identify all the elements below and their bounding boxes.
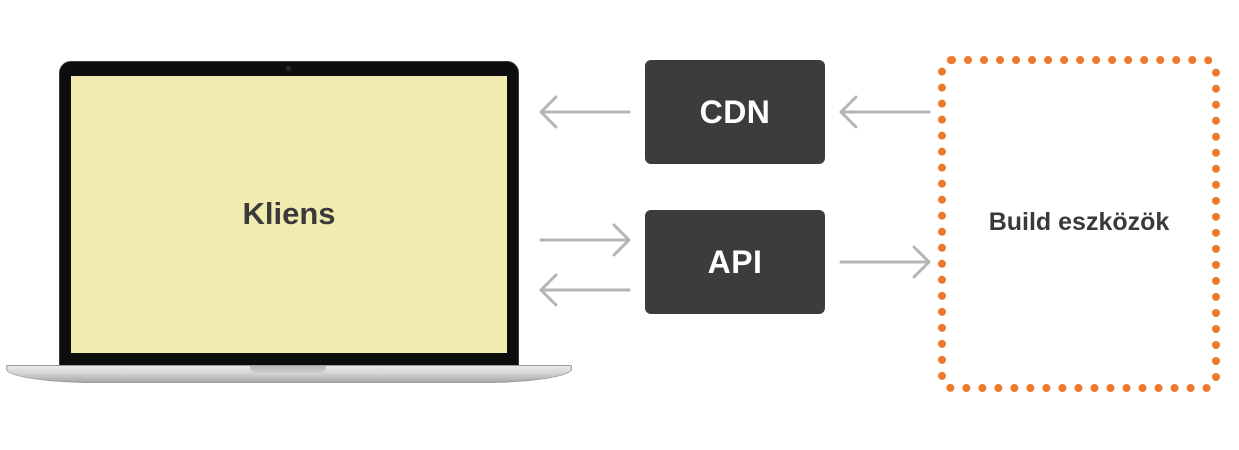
arrow-api-to-build: [839, 245, 931, 279]
build-tools-label: Build eszközök: [988, 207, 1170, 236]
client-screen: Kliens: [71, 76, 507, 353]
laptop-icon: Kliens: [0, 0, 580, 450]
build-tools-box: Build eszközök: [938, 56, 1220, 392]
cdn-label: CDN: [699, 93, 771, 130]
laptop-camera: [286, 66, 291, 71]
client-label: Kliens: [242, 195, 336, 231]
arrow-api-to-client: [539, 273, 631, 307]
arrow-cdn-to-client: [539, 95, 631, 129]
arrow-build-to-cdn: [839, 95, 931, 129]
arrow-client-to-api: [539, 223, 631, 257]
cdn-box: CDN: [645, 60, 825, 164]
api-box: API: [645, 210, 825, 314]
api-label: API: [707, 243, 763, 280]
laptop-notch: [250, 366, 326, 373]
